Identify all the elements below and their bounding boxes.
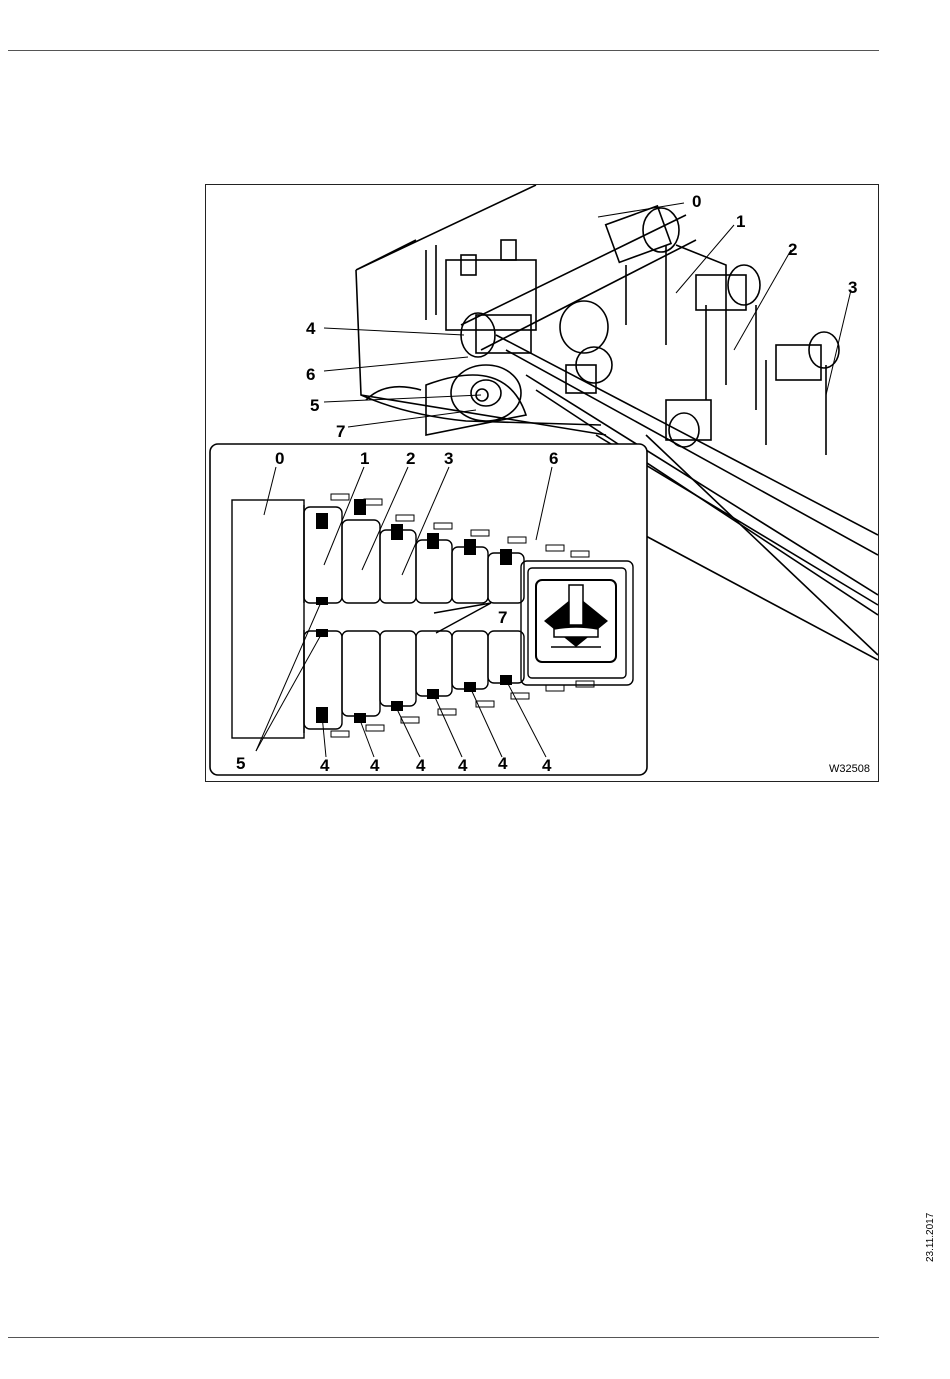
figure-w32508: 0 1 2 3 4 6 5 7 <box>205 184 879 782</box>
date-stamp: 23.11.2017 <box>925 1213 936 1262</box>
header-rule <box>8 50 879 51</box>
footer-rule <box>8 1337 879 1338</box>
photo-label-7: 7 <box>336 422 345 441</box>
inset-label-3: 3 <box>444 449 453 468</box>
inset-label-4e: 4 <box>498 754 508 773</box>
inset-label-1: 1 <box>360 449 369 468</box>
inset-label-7: 7 <box>498 608 507 627</box>
inset-label-4d: 4 <box>458 756 468 775</box>
inset-label-2: 2 <box>406 449 415 468</box>
photo-label-1: 1 <box>736 212 745 231</box>
photo-label-4: 4 <box>306 319 316 338</box>
inset-label-5: 5 <box>236 754 245 773</box>
photo-label-0: 0 <box>692 192 701 211</box>
inset-label-0: 0 <box>275 449 284 468</box>
photo-label-5: 5 <box>310 396 319 415</box>
figure-id: W32508 <box>829 763 870 775</box>
inset-label-4c: 4 <box>416 756 426 775</box>
photo-labels: 0 1 2 3 4 6 5 7 <box>306 192 857 441</box>
photo-label-3: 3 <box>848 278 857 297</box>
inset-label-4f: 4 <box>542 756 552 775</box>
technical-illustration: 0 1 2 3 4 6 5 7 <box>206 185 878 781</box>
inset-label-4b: 4 <box>370 756 380 775</box>
crane-pictogram <box>536 580 616 662</box>
photo-label-6: 6 <box>306 365 315 384</box>
inset-label-6: 6 <box>549 449 558 468</box>
inset-label-4a: 4 <box>320 756 330 775</box>
photo-label-2: 2 <box>788 240 797 259</box>
